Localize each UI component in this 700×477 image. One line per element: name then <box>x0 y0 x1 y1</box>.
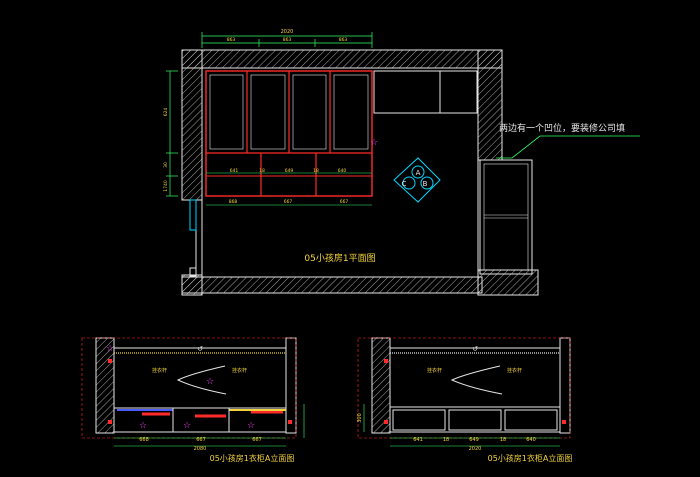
elev-a-overall-dim: 2080 <box>194 446 207 452</box>
elev-a-star-icon: ☆ <box>247 421 255 431</box>
elev-b-red-marker <box>384 359 388 363</box>
section-mark-c <box>402 176 416 190</box>
plan-wall-top <box>181 49 503 69</box>
elev-b-drawer <box>448 409 502 431</box>
plan-base-width: 667 <box>340 199 349 205</box>
elev-b-bottom-dim: 640 <box>526 437 536 443</box>
section-symbol: A C B <box>393 157 441 203</box>
elev-b-overall-dim: 2020 <box>469 446 482 452</box>
elev-a-star-icon: ☆ <box>206 377 214 387</box>
elev-b-drawer <box>392 409 446 431</box>
plan-balcony <box>479 159 533 275</box>
plan-cabinet-width: 18 <box>313 168 319 174</box>
plan-overall-width: 2020 <box>281 29 294 35</box>
plan-left-dim: 624 <box>163 108 169 117</box>
plan-title: 05小孩房1平面图 <box>304 252 375 264</box>
elev-a-hanger-curve <box>176 365 227 395</box>
plan-wall-cabinet <box>373 70 478 114</box>
elev-b-hanger-curve <box>450 365 503 395</box>
plan-base-width: 868 <box>229 199 238 205</box>
plan-wall-bottom <box>181 276 483 294</box>
elev-a-red-marker <box>288 420 292 424</box>
plan-room-outline <box>201 67 479 278</box>
elev-a-hanger-icon: ↺ <box>197 345 203 353</box>
plan-note: 两边有一个凹位，要装修公司填 <box>499 122 625 134</box>
plan-top-segment: 863 <box>339 37 348 43</box>
elev-a-cabinet <box>113 347 287 433</box>
plan-left-dim: 1740 <box>163 180 169 192</box>
plan-cabinet-width: 641 <box>230 168 239 174</box>
elev-b-bottom-dim: 18 <box>443 437 449 443</box>
plan-wall-right-upper <box>477 49 503 161</box>
section-label-b: B <box>423 180 428 188</box>
elev-b-wall-right <box>559 337 571 434</box>
plan-star-marker: ☆ <box>370 138 378 148</box>
elev-a-red-marker <box>108 420 112 424</box>
elev-a-bottom-dim: 668 <box>139 437 149 443</box>
section-symbol-frame <box>393 157 441 203</box>
elev-a-bottom-dim: 667 <box>196 437 206 443</box>
plan-wardrobe-inner <box>250 74 286 150</box>
elev-a-label: 挂衣杆 <box>152 367 167 374</box>
plan-base-width: 667 <box>284 199 293 205</box>
plan-door-leaf-top <box>189 199 197 231</box>
plan-balcony-inner <box>483 163 529 271</box>
elev-a-star-icon: ☆ <box>183 421 191 431</box>
elev-a-label: 挂衣杆 <box>232 367 247 374</box>
elev-a-title: 05小孩房1衣柜A立面图 <box>210 453 295 463</box>
plan-wardrobe-inner <box>209 74 244 150</box>
plan-wardrobe-inner <box>333 74 369 150</box>
section-mark-b <box>420 176 434 190</box>
elevation-a: ↺ 挂衣杆 挂衣杆 ☆ ☆ ☆ ☆ ☆ 668 667 667 2080 05小… <box>81 337 305 463</box>
elev-a-star-icon: ☆ <box>139 421 147 431</box>
elev-b-side-dim-label: 300 <box>357 413 363 423</box>
plan-cabinet-width: 640 <box>338 168 347 174</box>
plan-cabinet-width: 18 <box>259 168 265 174</box>
plan-view: 2020 863 863 863 624 30 1740 641 18 649 … <box>163 29 640 296</box>
section-label-c: C <box>402 180 407 188</box>
plan-note-leader <box>496 135 640 159</box>
section-label-a: A <box>416 169 421 177</box>
plan-wardrobe-inner <box>292 74 327 150</box>
plan-door-leaf-bottom <box>189 267 197 277</box>
elev-b-wall-left <box>371 337 391 434</box>
elev-b-drawer <box>504 409 558 431</box>
plan-cabinet-width: 649 <box>285 168 294 174</box>
plan-top-segment: 863 <box>283 37 292 43</box>
elev-b-label: 挂衣杆 <box>427 367 442 374</box>
elev-b-red-marker <box>384 420 388 424</box>
elev-b-bottom-dim: 18 <box>500 437 506 443</box>
elev-b-label: 挂衣杆 <box>507 367 522 374</box>
plan-top-segment: 863 <box>227 37 236 43</box>
elev-b-bottom-dim: 641 <box>413 437 423 443</box>
plan-wall-left-upper <box>181 49 203 201</box>
elev-a-bottom-dim: 667 <box>252 437 262 443</box>
elev-a-wall-right <box>285 337 297 434</box>
section-mark-a <box>411 165 425 179</box>
plan-left-dim: 30 <box>163 162 169 168</box>
elev-b-red-marker <box>562 420 566 424</box>
elev-b-title: 05小孩房1衣柜A立面图 <box>488 453 573 463</box>
elevation-b: ↺ 挂衣杆 挂衣杆 300 641 18 649 18 640 2020 05小… <box>357 337 573 463</box>
elev-b-bottom-dim: 649 <box>469 437 479 443</box>
elev-b-cabinet <box>389 347 561 433</box>
elev-a-red-marker <box>108 359 112 363</box>
elev-b-hanger-icon: ↺ <box>472 345 478 353</box>
elev-a-star-icon: ☆ <box>106 344 114 354</box>
